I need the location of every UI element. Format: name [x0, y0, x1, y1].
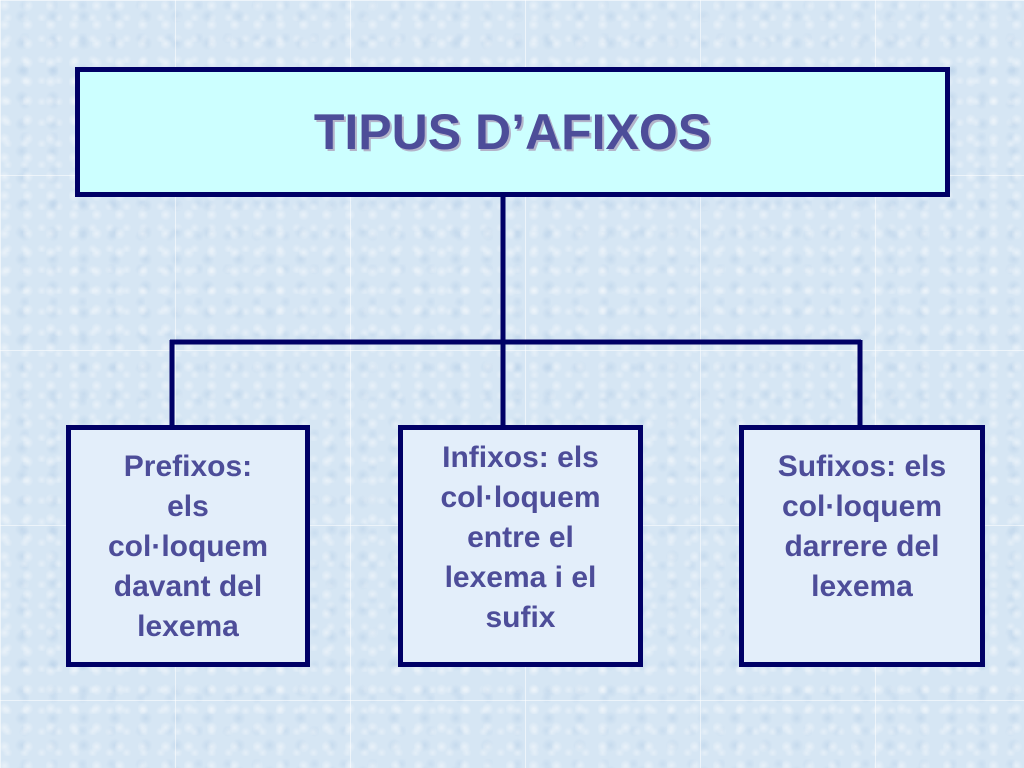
suffix-description: Sufixos: els col·loquem darrere del lexe…	[777, 450, 947, 603]
suffix-box: Sufixos: els col·loquem darrere del lexe…	[739, 425, 985, 667]
prefix-box: Prefixos: els col·loquem davant del lexe…	[66, 425, 310, 667]
diagram-title: TIPUS D’AFIXOS	[313, 104, 712, 160]
infix-box: Infixos: els col·loquem entre el lexema …	[398, 425, 643, 667]
infix-description: Infixos: els col·loquem entre el lexema …	[440, 441, 601, 634]
title-box: TIPUS D’AFIXOS	[75, 67, 950, 197]
prefix-description: Prefixos: els col·loquem davant del lexe…	[107, 450, 268, 643]
